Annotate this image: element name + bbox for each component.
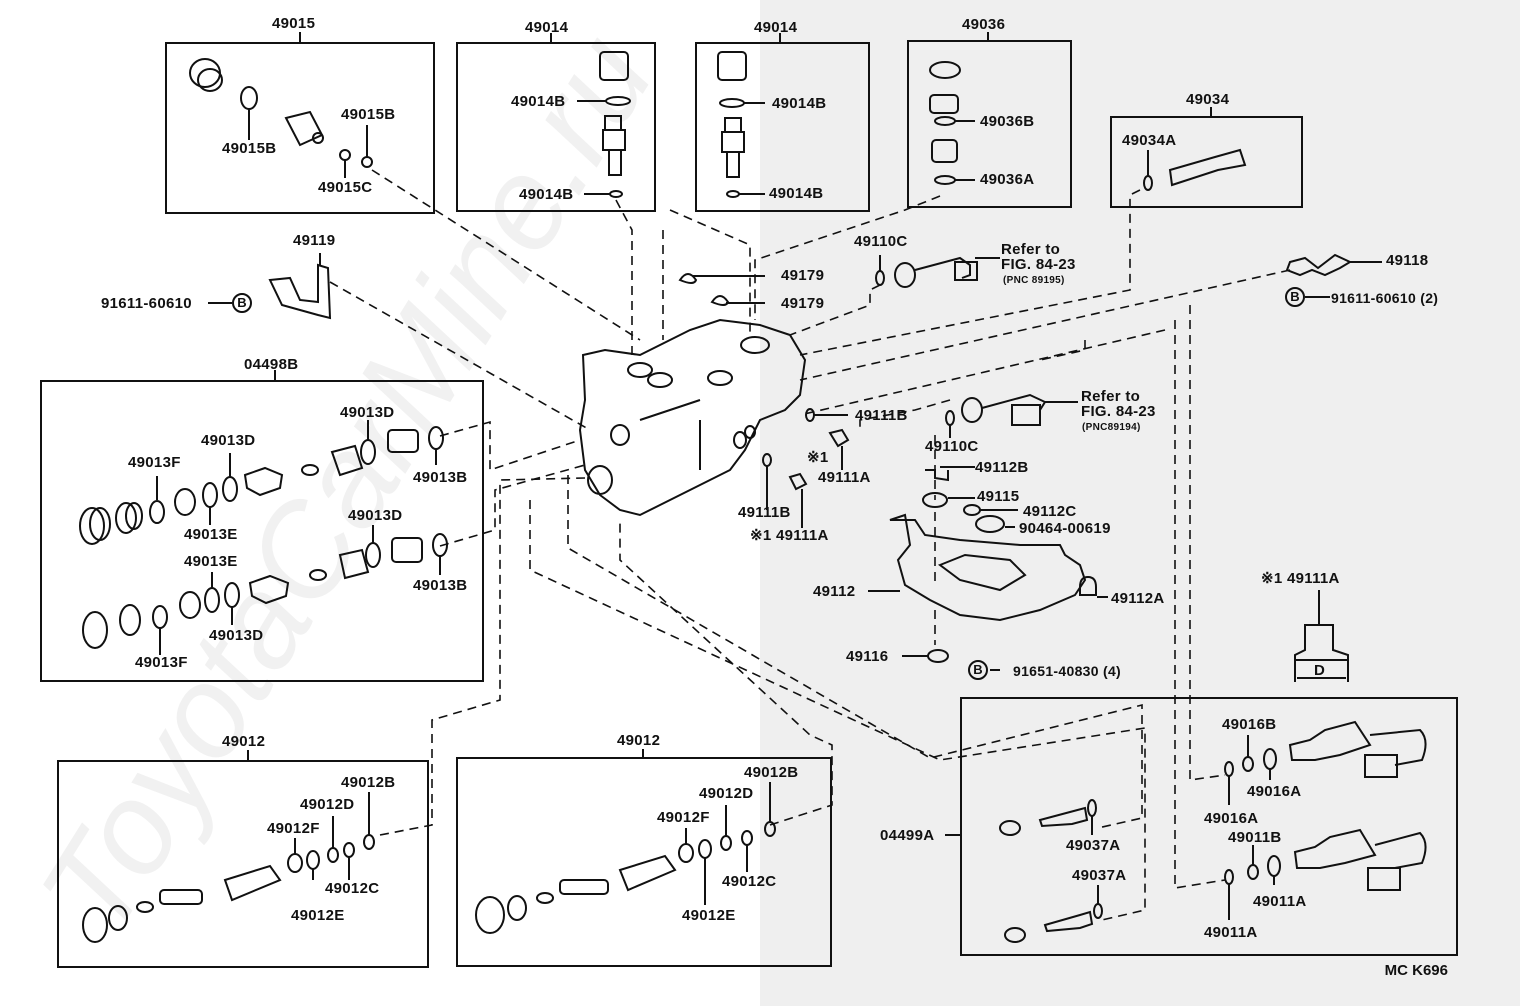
label-49013F: 49013F	[135, 654, 188, 671]
group-box-49034	[1110, 116, 1303, 208]
label-49012C: 49012C	[722, 873, 777, 890]
refer-to-pnc: (PNC 89195)	[1003, 275, 1065, 286]
label-49118: 49118	[1386, 252, 1429, 269]
drawing-code: MC K696	[1384, 962, 1448, 979]
label-91651-40830-qty4: 91651-40830 (4)	[1013, 663, 1122, 679]
label-49012D: 49012D	[699, 785, 754, 802]
label-49011A: 49011A	[1253, 893, 1307, 910]
label-49014B: 49014B	[511, 93, 566, 110]
label-49111B: 49111B	[855, 407, 908, 424]
bolt-b-symbol: B	[232, 293, 252, 313]
label-49012E: 49012E	[291, 907, 345, 924]
label-49012E: 49012E	[682, 907, 736, 924]
label-49012D: 49012D	[300, 796, 355, 813]
refer-to-figure: FIG. 84-23	[1001, 256, 1076, 273]
label-detail-49111A: ※1 49111A	[1261, 570, 1340, 587]
label-49111A: 49111A	[818, 469, 871, 486]
label-49013E: 49013E	[184, 526, 238, 543]
label-91611-60610-qty2: 91611-60610 (2)	[1331, 290, 1439, 306]
label-49012B: 49012B	[341, 774, 396, 791]
label-49036B: 49036B	[980, 113, 1035, 130]
label-49115: 49115	[977, 488, 1020, 505]
bolt-b-symbol: B	[968, 660, 988, 680]
group-box-49015	[165, 42, 435, 214]
group-box-49014-b	[695, 42, 870, 212]
label-49013D: 49013D	[209, 627, 264, 644]
label-91611-60610: 91611-60610	[101, 295, 192, 312]
grey-background-panel	[760, 0, 1520, 1006]
label-group-49015: 49015	[272, 15, 316, 32]
group-box-49036	[907, 40, 1072, 208]
label-49013B: 49013B	[413, 577, 468, 594]
label-49013D: 49013D	[340, 404, 395, 421]
label-49016B: 49016B	[1222, 716, 1277, 733]
group-box-04498B	[40, 380, 484, 682]
label-49111A: ※1 49111A	[750, 527, 829, 544]
label-49116: 49116	[846, 648, 889, 665]
label-group-49012: 49012	[617, 732, 661, 749]
label-49037A: 49037A	[1072, 867, 1127, 884]
refer-to-pnc: (PNC89194)	[1082, 422, 1141, 433]
label-49179: 49179	[781, 267, 825, 284]
label-49011A: 49011A	[1204, 924, 1258, 941]
group-box-49012-b	[456, 757, 832, 967]
label-49014B: 49014B	[772, 95, 827, 112]
label-group-04498B: 04498B	[244, 356, 299, 373]
label-49012F: 49012F	[657, 809, 710, 826]
label-group-04499A: 04499A	[880, 827, 935, 844]
label-49110C: 49110C	[925, 438, 979, 455]
label-49015C: 49015C	[318, 179, 373, 196]
label-49119: 49119	[293, 232, 336, 249]
group-box-49012-a	[57, 760, 429, 968]
label-49014B: 49014B	[769, 185, 824, 202]
label-49037A: 49037A	[1066, 837, 1121, 854]
label-49112B: 49112B	[975, 459, 1029, 476]
label-49012B: 49012B	[744, 764, 799, 781]
label-49012C: 49012C	[325, 880, 380, 897]
label-49034A: 49034A	[1122, 132, 1177, 149]
label-49013B: 49013B	[413, 469, 468, 486]
refer-to-note: Refer to	[1081, 388, 1141, 405]
label-49015B: 49015B	[341, 106, 396, 123]
group-box-49014-a	[456, 42, 656, 212]
label-49013E: 49013E	[184, 553, 238, 570]
label-49014B: 49014B	[519, 186, 574, 203]
label-49112C: 49112C	[1023, 503, 1077, 520]
label-group-49012: 49012	[222, 733, 266, 750]
label-49011B: 49011B	[1228, 829, 1282, 846]
label-49112: 49112	[813, 583, 856, 600]
group-box-04499A	[960, 697, 1458, 956]
refer-to-note: Refer to	[1001, 241, 1061, 258]
label-49013D: 49013D	[348, 507, 403, 524]
refer-to-figure: FIG. 84-23	[1081, 403, 1156, 420]
label-49112A: 49112A	[1111, 590, 1165, 607]
label-90464-00619: 90464-00619	[1019, 520, 1111, 537]
label-49013D: 49013D	[201, 432, 256, 449]
label-49013F: 49013F	[128, 454, 181, 471]
label-49110C: 49110C	[854, 233, 908, 250]
label-group-49036: 49036	[962, 16, 1006, 33]
label-group-49014: 49014	[754, 19, 798, 36]
label-49016A: 49016A	[1247, 783, 1302, 800]
dimension-d-label: D	[1314, 662, 1326, 679]
label-group-49014: 49014	[525, 19, 569, 36]
label-49179: 49179	[781, 295, 825, 312]
label-49016A: 49016A	[1204, 810, 1259, 827]
label-49012F: 49012F	[267, 820, 320, 837]
label-49111B: 49111B	[738, 504, 791, 521]
label-group-49034: 49034	[1186, 91, 1230, 108]
label-49015B: 49015B	[222, 140, 277, 157]
bolt-b-symbol: B	[1285, 287, 1305, 307]
note-mark-1: ※1	[807, 449, 829, 466]
label-49036A: 49036A	[980, 171, 1035, 188]
